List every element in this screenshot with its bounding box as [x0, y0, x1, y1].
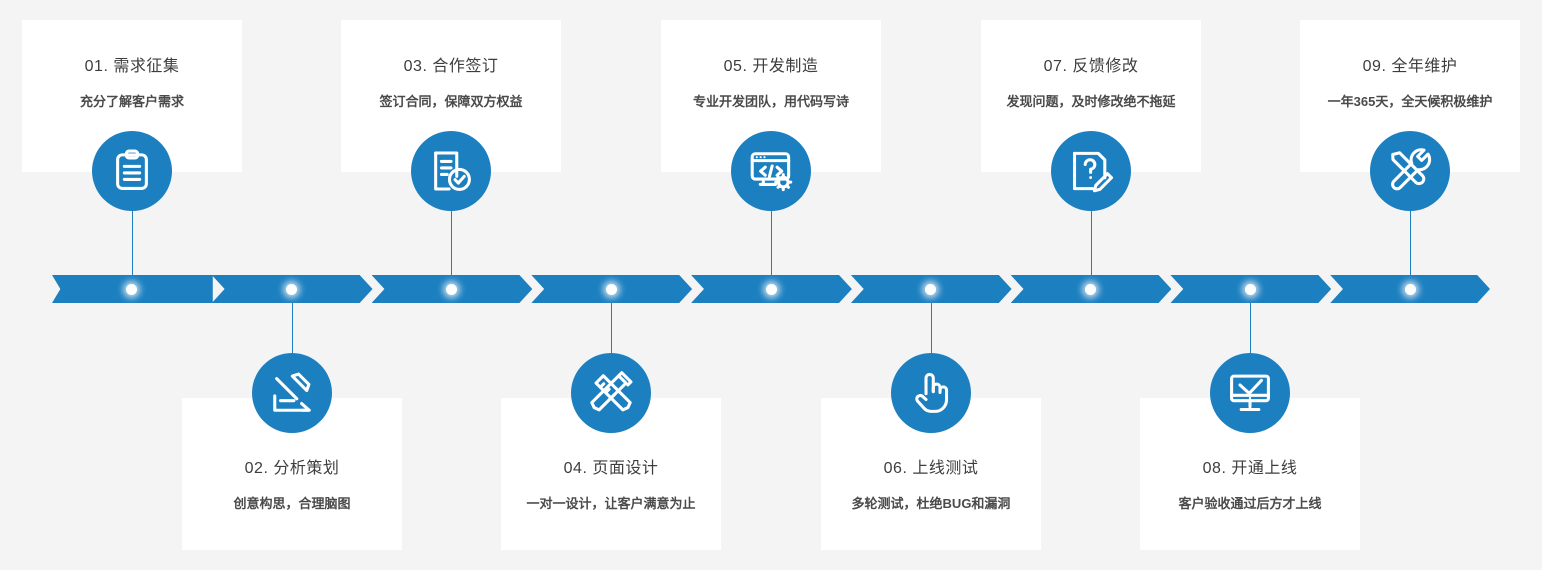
wrench-screwdriver-icon: [1387, 148, 1433, 194]
clipboard-icon: [109, 148, 155, 194]
connector-line-03: [451, 211, 452, 289]
connector-line-07: [1091, 211, 1092, 289]
contract-check-icon: [428, 148, 474, 194]
step-title-04: 04. 页面设计: [563, 460, 659, 477]
step-subtitle-09: 一年365天，全天候积极维护: [1327, 94, 1493, 109]
timeline-node-dot-09[interactable]: [1404, 283, 1416, 295]
step-subtitle-02: 创意构思，合理脑图: [233, 496, 351, 511]
step-title-07: 07. 反馈修改: [1043, 58, 1139, 75]
connector-line-01: [132, 211, 133, 289]
connector-line-02: [292, 289, 293, 353]
step-subtitle-05: 专业开发团队，用代码写诗: [692, 94, 849, 109]
step-title-03: 03. 合作签订: [403, 58, 499, 75]
step-subtitle-08: 客户验收通过后方才上线: [1178, 496, 1322, 511]
step-title-02: 02. 分析策划: [244, 460, 340, 477]
code-window-gear-icon: [748, 148, 794, 194]
step-icon-circle-05[interactable]: [731, 131, 811, 211]
timeline-bar: [52, 275, 1490, 303]
step-title-05: 05. 开发制造: [723, 58, 819, 75]
connector-line-06: [931, 289, 932, 353]
timeline-node-dot-05[interactable]: [765, 283, 777, 295]
step-icon-circle-04[interactable]: [571, 353, 651, 433]
connector-line-05: [771, 211, 772, 289]
step-subtitle-06: 多轮测试，杜绝BUG和漏洞: [851, 496, 1011, 511]
step-icon-circle-08[interactable]: [1210, 353, 1290, 433]
step-icon-circle-09[interactable]: [1370, 131, 1450, 211]
timeline-node-dot-06[interactable]: [925, 283, 937, 295]
step-icon-circle-01[interactable]: [92, 131, 172, 211]
timeline-node-dot-03[interactable]: [445, 283, 457, 295]
step-subtitle-07: 发现问题，及时修改绝不拖延: [1006, 94, 1176, 109]
step-subtitle-04: 一对一设计，让客户满意为止: [526, 496, 696, 511]
question-document-pencil-icon: [1068, 148, 1114, 194]
step-title-01: 01. 需求征集: [84, 58, 180, 75]
step-title-09: 09. 全年维护: [1362, 58, 1458, 75]
step-card-06[interactable]: 06. 上线测试多轮测试，杜绝BUG和漏洞: [821, 398, 1041, 550]
pencil-ruler-icon: [588, 370, 634, 416]
connector-line-08: [1250, 289, 1251, 353]
timeline-node-dot-02[interactable]: [286, 283, 298, 295]
step-icon-circle-03[interactable]: [411, 131, 491, 211]
step-icon-circle-02[interactable]: [252, 353, 332, 433]
step-subtitle-03: 签订合同，保障双方权益: [379, 94, 523, 109]
monitor-check-icon: [1227, 370, 1273, 416]
step-icon-circle-07[interactable]: [1051, 131, 1131, 211]
step-title-06: 06. 上线测试: [883, 460, 979, 477]
timeline-node-dot-01[interactable]: [126, 283, 138, 295]
pointing-hand-icon: [908, 370, 954, 416]
timeline-node-dot-07[interactable]: [1085, 283, 1097, 295]
step-card-09[interactable]: 09. 全年维护一年365天，全天候积极维护: [1300, 20, 1520, 172]
step-title-08: 08. 开通上线: [1202, 460, 1298, 477]
pencil-arrow-icon: [269, 370, 315, 416]
step-subtitle-01: 充分了解客户需求: [79, 94, 184, 109]
timeline-node-dot-04[interactable]: [605, 283, 617, 295]
step-icon-circle-06[interactable]: [891, 353, 971, 433]
connector-line-04: [611, 289, 612, 353]
connector-line-09: [1410, 211, 1411, 289]
timeline-node-dot-08[interactable]: [1244, 283, 1256, 295]
